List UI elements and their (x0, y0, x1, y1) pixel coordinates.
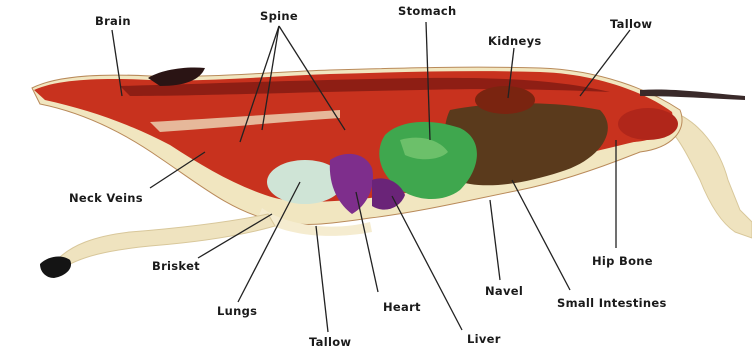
label-tallow-bottom: Tallow (309, 335, 351, 349)
label-navel: Navel (485, 284, 523, 298)
kidney-region (475, 86, 535, 114)
hoof (40, 257, 71, 278)
label-liver: Liver (467, 332, 501, 346)
label-neck-veins: Neck Veins (69, 191, 143, 205)
label-heart: Heart (383, 300, 421, 314)
label-small-intestines: Small Intestines (557, 296, 667, 310)
label-spine: Spine (260, 9, 298, 23)
leader-tallow-bottom (316, 226, 328, 332)
label-kidneys: Kidneys (488, 34, 542, 48)
label-hip-bone: Hip Bone (592, 254, 653, 268)
label-brisket: Brisket (152, 259, 200, 273)
label-lungs: Lungs (217, 304, 257, 318)
leader-navel (490, 200, 500, 280)
hip-muscle (618, 108, 678, 140)
label-brain: Brain (95, 14, 131, 28)
label-tallow-top: Tallow (610, 17, 652, 31)
label-stomach: Stomach (398, 4, 457, 18)
leader-small-intestines (512, 180, 570, 290)
